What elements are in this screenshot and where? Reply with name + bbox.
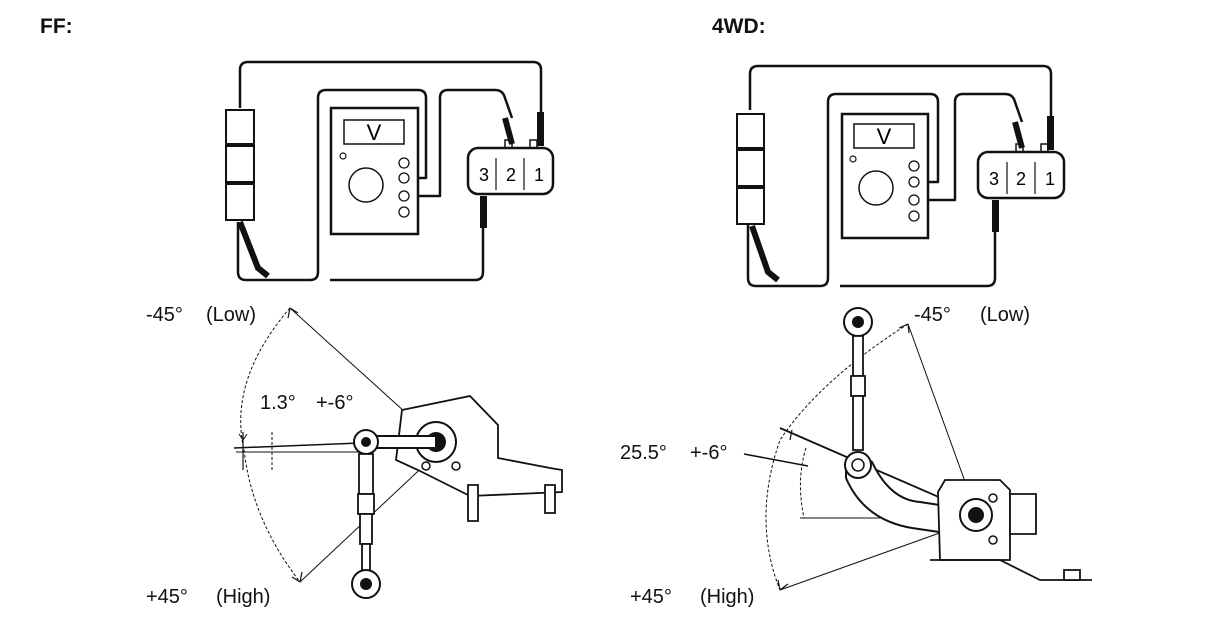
ff-meter-display bbox=[344, 120, 404, 144]
4wd-meter-display bbox=[854, 124, 914, 148]
4wd-meter-wire-a bbox=[748, 94, 938, 286]
4wd-pin-1: 1 bbox=[1045, 169, 1055, 189]
ff-meter-wire-b bbox=[410, 90, 512, 196]
4wd-battery bbox=[737, 114, 764, 224]
4wd-meter-dial bbox=[859, 171, 893, 205]
ff-outer-wire bbox=[240, 62, 541, 112]
4wd-battery-probe bbox=[752, 226, 778, 280]
4wd-high-label: (High) bbox=[700, 586, 755, 608]
4wd-angle-tolerance: +-6° bbox=[690, 442, 728, 464]
4wd-pin-2: 2 bbox=[1016, 169, 1026, 189]
ff-battery-probe bbox=[240, 222, 268, 276]
4wd-neutral-angle: 25.5° bbox=[620, 442, 667, 464]
ff-meter-dial bbox=[349, 168, 383, 202]
ff-meter-wire-a bbox=[238, 90, 426, 280]
4wd-outer-wire bbox=[750, 66, 1051, 116]
ff-pin-3: 3 bbox=[479, 165, 489, 185]
4wd-low-angle: -45° bbox=[914, 304, 951, 326]
ff-meter-symbol: V bbox=[367, 120, 382, 145]
4wd-low-label: (Low) bbox=[980, 304, 1031, 326]
ff-battery bbox=[226, 110, 254, 220]
ff-high-label: (High) bbox=[216, 586, 271, 608]
ff-probe-pin3 bbox=[480, 196, 487, 228]
4wd-sensor-bracket bbox=[930, 480, 1092, 580]
ff-connector bbox=[468, 140, 553, 194]
4wd-probe-pin1 bbox=[1047, 116, 1054, 150]
4wd-meter-wire-b bbox=[922, 94, 1022, 200]
4wd-range-arc bbox=[766, 324, 908, 590]
ff-link-rod bbox=[352, 454, 380, 598]
4wd-sensor-shaft bbox=[968, 507, 984, 523]
ff-angle-tolerance: +-6° bbox=[316, 392, 354, 414]
ff-low-angle: -45° bbox=[146, 304, 183, 326]
4wd-meter-symbol: V bbox=[877, 124, 892, 149]
ff-probe-pin1 bbox=[537, 112, 544, 146]
4wd-section-title: 4WD: bbox=[712, 15, 766, 38]
ff-pin3-wire bbox=[330, 228, 483, 280]
ff-pin-2: 2 bbox=[506, 165, 516, 185]
ff-section-title: FF: bbox=[40, 15, 73, 38]
4wd-voltmeter bbox=[842, 114, 928, 238]
ff-sensor-bracket bbox=[396, 396, 562, 521]
4wd-probe-pin2 bbox=[1015, 122, 1022, 148]
ff-voltmeter bbox=[331, 108, 418, 234]
ff-neutral-angle: 1.3° bbox=[260, 392, 296, 414]
4wd-connector bbox=[978, 144, 1064, 198]
ff-high-angle: +45° bbox=[146, 586, 188, 608]
4wd-link-rod bbox=[844, 308, 872, 450]
4wd-probe-pin3 bbox=[992, 200, 999, 232]
ff-probe-pin2 bbox=[505, 118, 512, 144]
4wd-high-angle: +45° bbox=[630, 586, 672, 608]
4wd-pin-3: 3 bbox=[989, 169, 999, 189]
ff-range-arc bbox=[241, 308, 300, 582]
ff-pin-1: 1 bbox=[534, 165, 544, 185]
4wd-pin3-wire bbox=[840, 232, 995, 286]
ff-low-label: (Low) bbox=[206, 304, 257, 326]
